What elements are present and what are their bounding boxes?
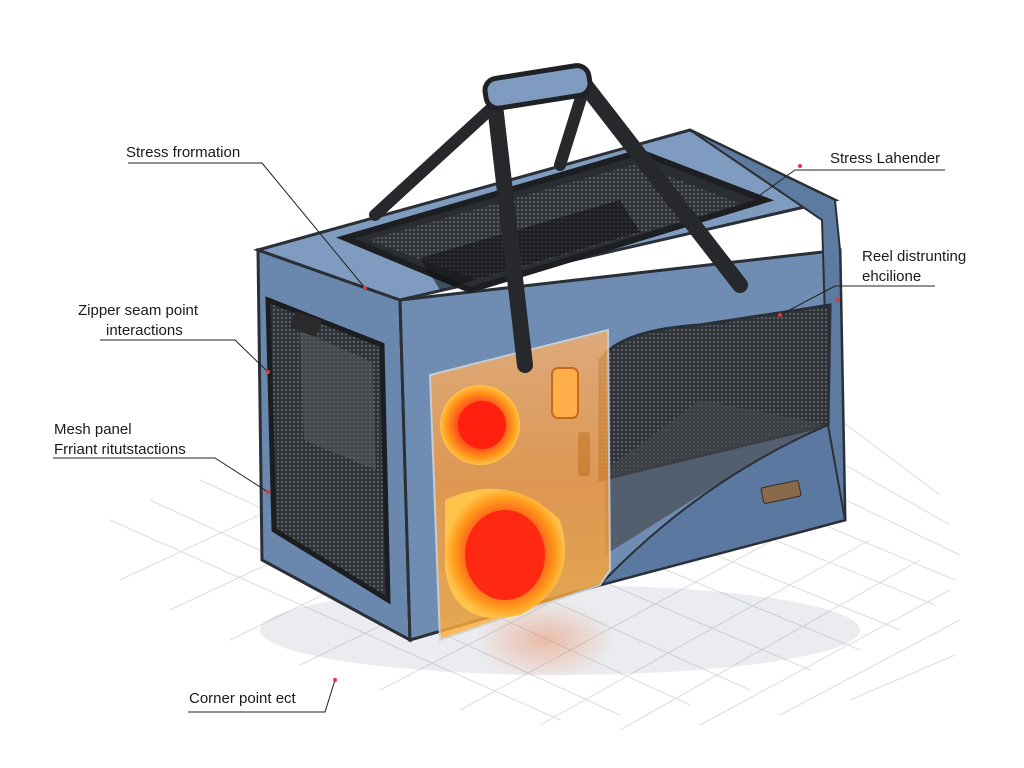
handle-front-strap-left	[487, 97, 533, 373]
label-corner: Corner point ect	[189, 689, 296, 709]
heatmap-hotspot-lower-core	[465, 510, 545, 600]
handle-left-strap	[369, 99, 501, 221]
marker-right-mid	[778, 313, 782, 317]
carry-handles	[369, 77, 748, 373]
handle-front-strap-right	[577, 77, 748, 293]
label-corner-text: Corner point ect	[189, 690, 296, 707]
leader-stress-right	[759, 169, 945, 196]
handle-grip	[482, 63, 593, 111]
leader-stress-formation	[128, 162, 366, 289]
label-mesh: Mesh panel Frriant ritutstactions	[54, 420, 186, 460]
marker-mesh	[266, 490, 270, 494]
leader-markers	[266, 164, 840, 682]
label-zipper-line1: Zipper seam point	[78, 302, 199, 319]
front-mesh-floor	[605, 400, 828, 555]
label-zipper-line2: interactions	[106, 322, 183, 339]
leader-lines	[53, 162, 945, 713]
marker-stress-right	[798, 164, 802, 168]
brand-tag	[760, 480, 802, 504]
side-buckle	[290, 311, 322, 337]
heatmap-hotspot-upper-core	[458, 401, 506, 449]
label-zipper: Zipper seam point interactions	[78, 301, 198, 341]
label-right-mid-line1: Reel distrunting	[862, 248, 967, 265]
front-lower-swoosh	[596, 423, 847, 587]
marker-right-edge	[836, 298, 840, 302]
label-mesh-line1: Mesh panel	[54, 421, 132, 438]
leader-corner	[188, 679, 336, 713]
label-right-mid: Reel distrunting ehcilione	[862, 247, 966, 287]
floor-heat-glow	[475, 600, 615, 680]
leader-mesh	[53, 457, 269, 493]
handle-right-strap	[554, 79, 591, 171]
label-right-mid-line2: ehcilione	[862, 268, 922, 285]
label-stress-formation-text: Stress frormation	[126, 144, 241, 161]
marker-zipper	[266, 370, 270, 374]
label-stress-right: Stress Lahender	[830, 149, 940, 169]
marker-stress-formation	[363, 286, 367, 290]
marker-corner	[333, 678, 337, 682]
heatmap-latch	[551, 367, 579, 419]
label-mesh-line2: Frriant ritutstactions	[54, 441, 186, 458]
label-stress-formation: Stress frormation	[126, 143, 240, 163]
label-stress-right-text: Stress Lahender	[830, 150, 941, 167]
leader-right-mid	[779, 285, 935, 316]
leader-zipper	[100, 339, 269, 373]
top-opening-inner	[420, 200, 640, 290]
left-mesh-inner	[300, 330, 376, 470]
